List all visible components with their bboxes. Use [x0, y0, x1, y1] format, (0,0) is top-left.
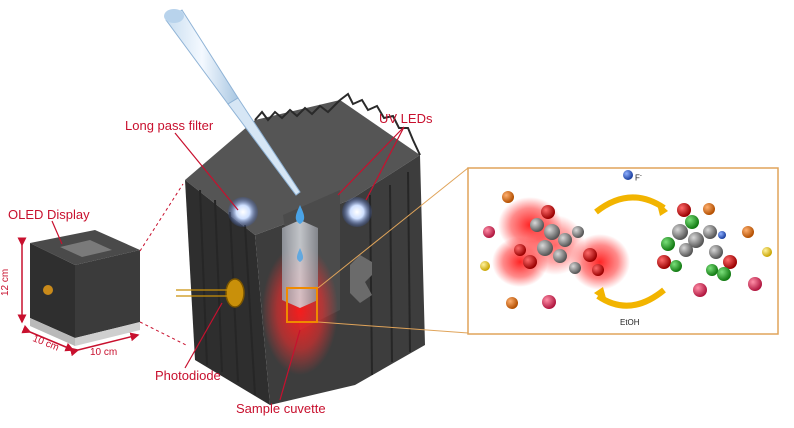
photodiode	[176, 278, 245, 308]
zoom-line-top	[317, 167, 469, 289]
label-sample-cuvette: Sample cuvette	[236, 401, 326, 416]
label-oled-display: OLED Display	[8, 207, 90, 222]
uv-led-left	[228, 197, 258, 227]
fluoride-charge: -	[639, 173, 642, 179]
molecule-left	[514, 205, 604, 276]
label-solvent: EtOH	[620, 318, 640, 327]
label-fluoride: F-	[635, 173, 642, 183]
oled-display-box	[30, 230, 140, 346]
droplet	[295, 205, 305, 224]
label-dim-width: 10 cm	[90, 347, 118, 358]
callout-uv-led-left	[337, 126, 405, 196]
reaction-inset	[467, 167, 779, 335]
zoom-line-bottom	[317, 321, 469, 334]
dimension-arrows	[17, 237, 140, 357]
callout-sample-cuvette	[279, 329, 301, 401]
molecule-right	[657, 203, 737, 281]
uv-led-right	[342, 197, 372, 227]
emission-glow	[262, 245, 338, 375]
oled-port-icon	[43, 285, 53, 295]
callout-oled-display	[51, 220, 63, 245]
label-uv-leds: UV LEDs	[379, 111, 433, 126]
sample-cuvette	[282, 220, 318, 323]
label-long-pass-filter: Long pass filter	[125, 118, 214, 133]
oled-screen	[60, 240, 112, 257]
leader-oled-top	[139, 183, 184, 252]
label-photodiode: Photodiode	[155, 368, 221, 383]
label-dim-height: 12 cm	[0, 268, 11, 296]
callout-uv-led-right	[365, 126, 405, 201]
fluoride-symbol: F	[635, 173, 640, 183]
callout-long-pass-filter	[174, 132, 239, 211]
side-knob	[350, 255, 372, 303]
callout-photodiode	[184, 302, 223, 369]
leader-oled-bottom	[139, 321, 189, 347]
pipette	[164, 9, 301, 196]
